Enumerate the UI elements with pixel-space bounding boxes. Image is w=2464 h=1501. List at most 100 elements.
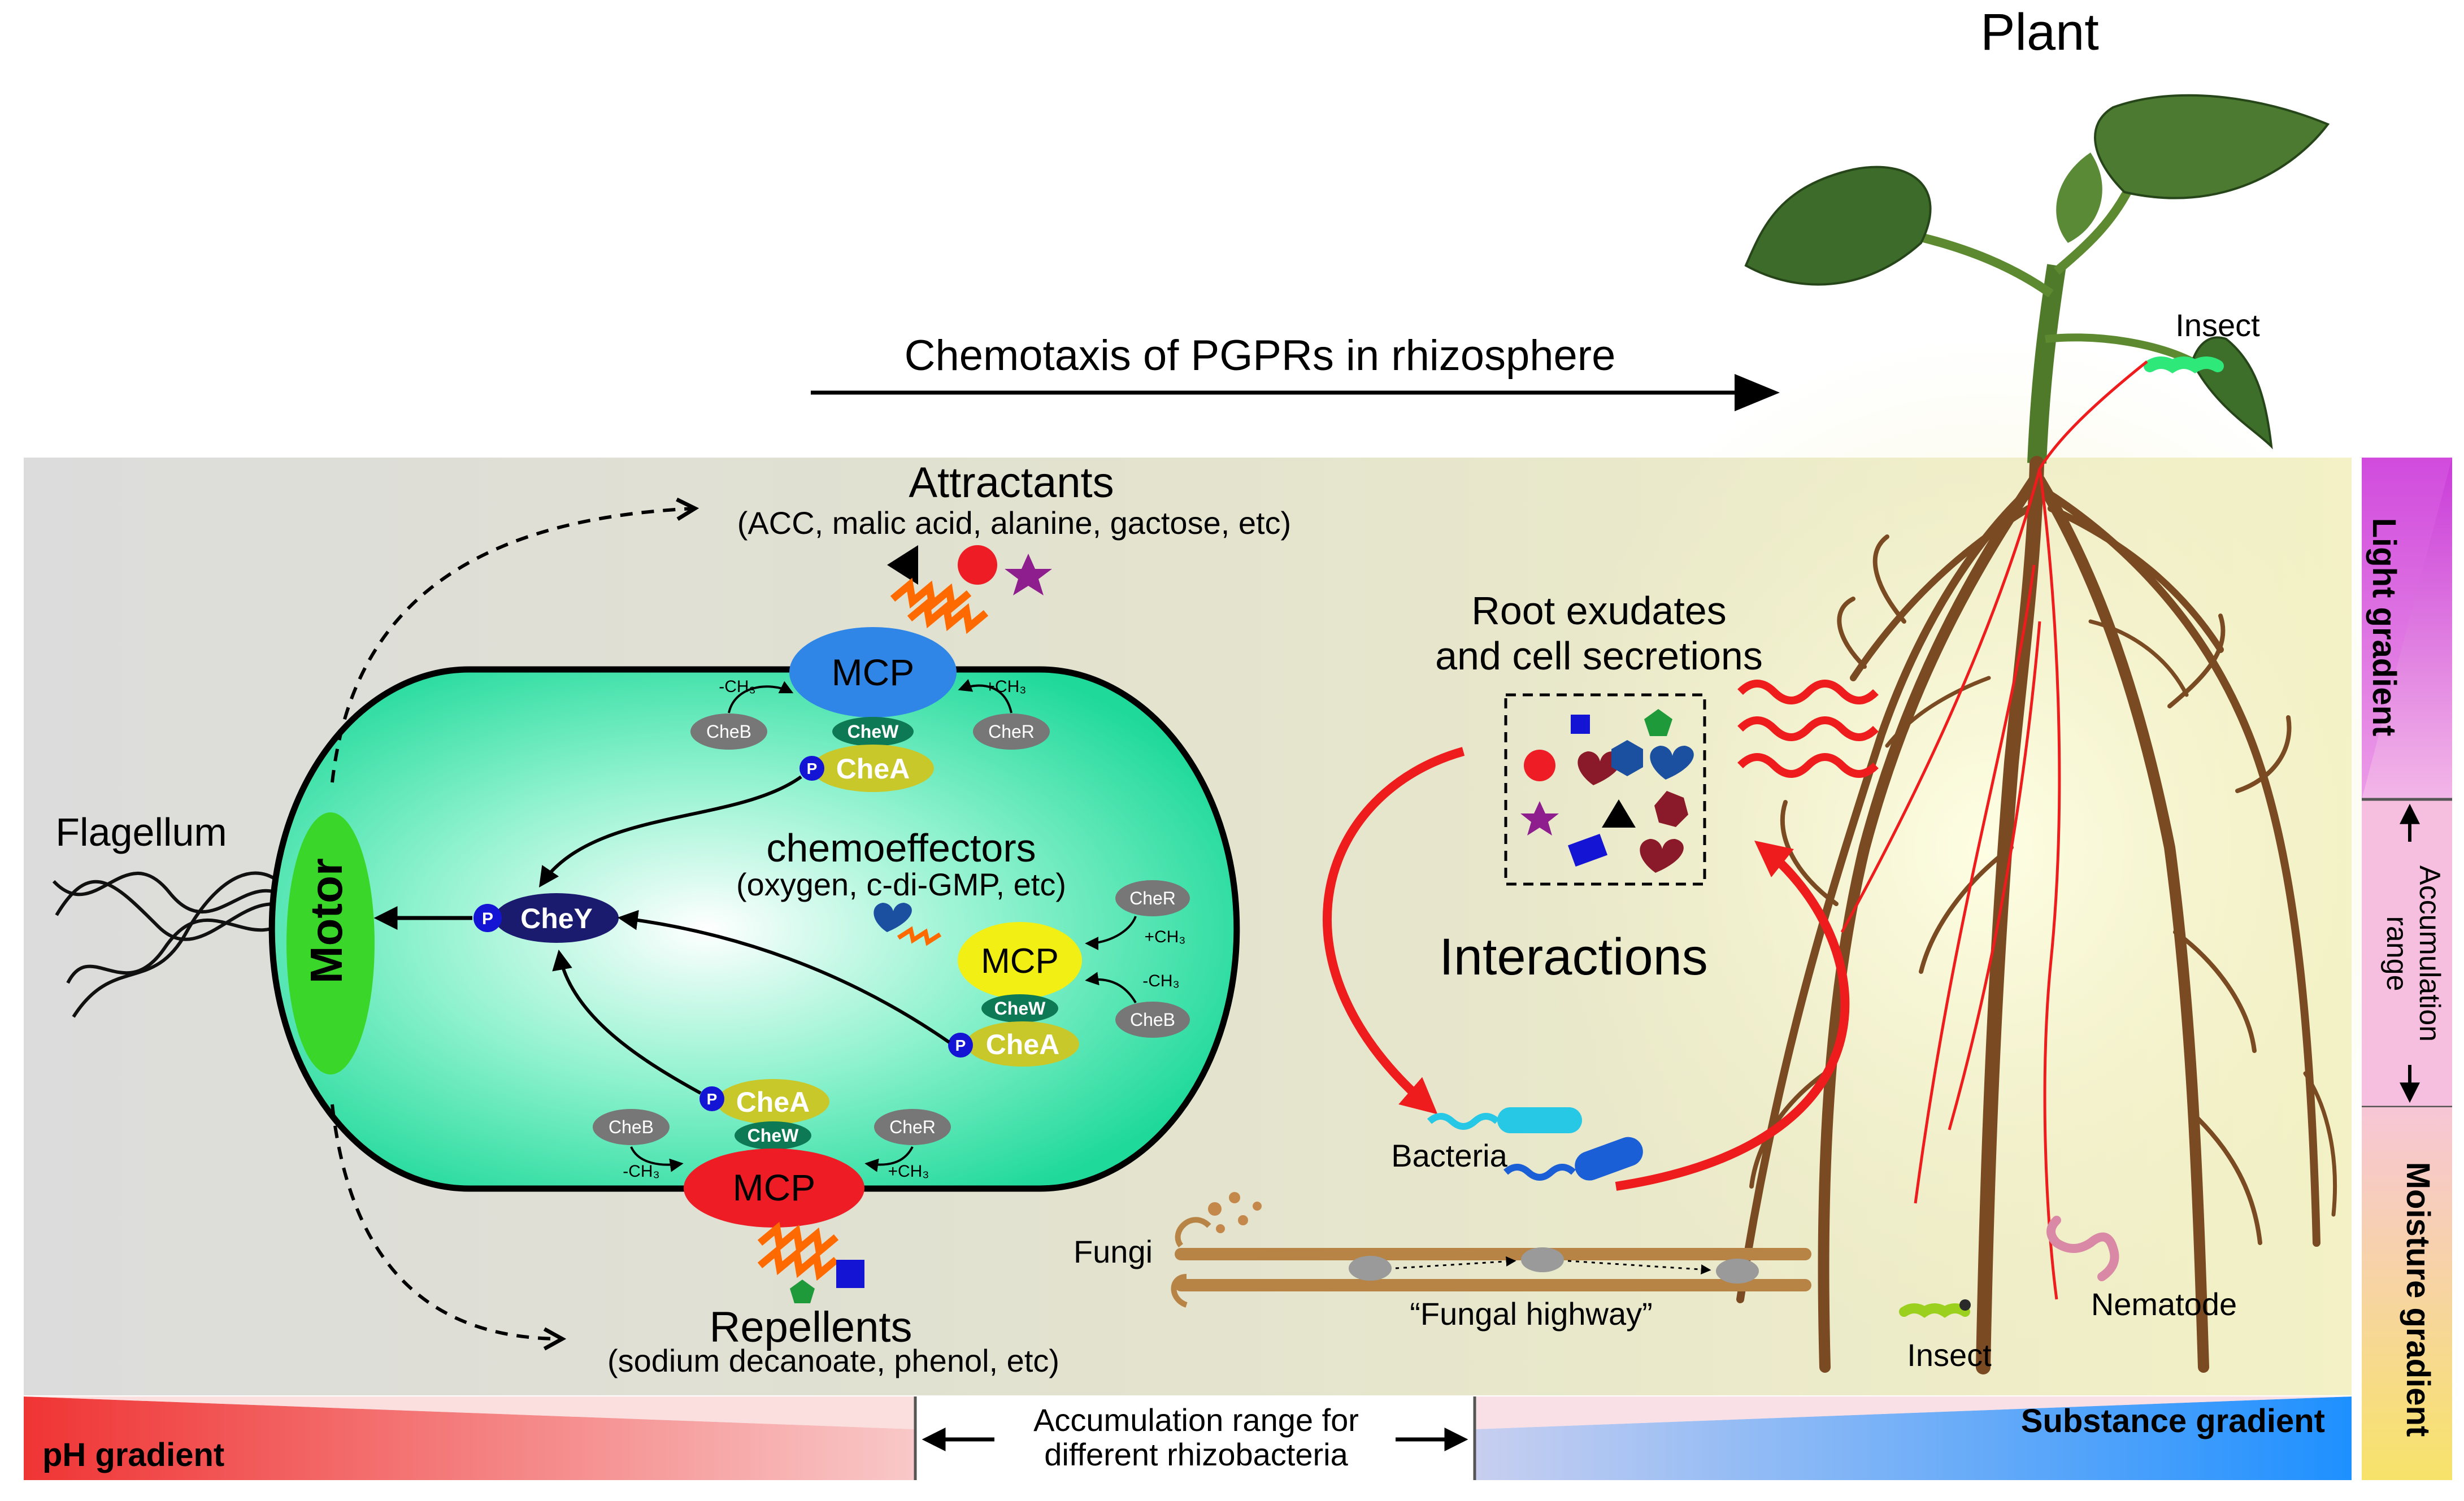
light-gradient-wedge bbox=[2362, 458, 2452, 799]
insect-top-body bbox=[2144, 356, 2224, 373]
cheb-top-arrow bbox=[728, 681, 794, 713]
bacteria-label: Bacteria bbox=[1391, 1138, 1507, 1173]
chea-bottom-label: CheA bbox=[736, 1086, 810, 1118]
arrow-chea-top-chey bbox=[538, 775, 802, 887]
flagellum-label: Flagellum bbox=[55, 810, 227, 854]
substance-gradient-label: Substance gradient bbox=[2021, 1403, 2325, 1439]
phospho-chea-right-label: P bbox=[955, 1037, 966, 1054]
cheb-right bbox=[1115, 1002, 1190, 1038]
mcp-bottom-label: MCP bbox=[733, 1167, 816, 1208]
plus-ch3-bottom: +CH₃ bbox=[888, 1162, 929, 1181]
arrow-chea-bottom-chey bbox=[552, 949, 702, 1095]
bacteria-icons bbox=[1427, 1107, 1643, 1181]
chey bbox=[494, 893, 619, 943]
dashed-arrow-repellents bbox=[331, 1104, 562, 1339]
leaf-stalk-lower bbox=[2045, 333, 2194, 366]
mcp-top-label: MCP bbox=[832, 651, 915, 693]
mcp-bottom bbox=[684, 1148, 864, 1228]
chemoeffectors-label: chemoeffectors bbox=[766, 826, 1036, 870]
cher-top-label: CheR bbox=[988, 721, 1035, 742]
plant-shoot bbox=[1744, 94, 2330, 464]
flagellum bbox=[52, 871, 295, 1018]
minus-ch3-bottom: -CH₃ bbox=[623, 1162, 660, 1181]
cheb-top-label: CheB bbox=[706, 721, 751, 742]
minus-ch3-right: -CH₃ bbox=[1142, 972, 1180, 990]
plant-stem bbox=[2027, 264, 2066, 464]
chey-label: CheY bbox=[520, 903, 593, 934]
chemotaxis-title: Chemotaxis of PGPRs in rhizosphere bbox=[905, 332, 1616, 380]
chew-top bbox=[832, 717, 914, 746]
fungal-highway-label: “Fungal highway” bbox=[1410, 1296, 1653, 1332]
chew-bottom-label: CheW bbox=[748, 1125, 799, 1146]
exudate-waves bbox=[1737, 680, 1879, 778]
cheb-bottom-label: CheB bbox=[609, 1117, 654, 1137]
ph-gradient-bar bbox=[24, 1396, 915, 1480]
mcp-right bbox=[958, 922, 1082, 999]
chew-top-label: CheW bbox=[848, 721, 899, 742]
leaf-right bbox=[2094, 94, 2330, 199]
ph-gradient-pink bbox=[24, 1396, 915, 1429]
repellents-examples: (sodium decanoate, phenol, etc) bbox=[607, 1343, 1059, 1378]
chemoeffector-molecule bbox=[874, 903, 942, 946]
repellents-label: Repellents bbox=[709, 1303, 912, 1351]
nematode-icon bbox=[2046, 1216, 2119, 1281]
cheb-bottom bbox=[593, 1109, 670, 1145]
accumulation-range-line2: different rhizobacteria bbox=[1044, 1437, 1348, 1472]
root-exudates-line2: and cell secretions bbox=[1435, 634, 1763, 678]
fungi-label: Fungi bbox=[1074, 1234, 1153, 1269]
chemotaxis-arrowhead bbox=[1735, 374, 1780, 411]
exudates-box bbox=[1504, 693, 1706, 886]
chew-right-label: CheW bbox=[994, 998, 1046, 1019]
motor-label: Motor bbox=[301, 858, 351, 984]
leaf-stalk-left bbox=[1920, 233, 2054, 298]
accumulation-side-line1: Accumulation bbox=[2413, 865, 2446, 1042]
phospho-chea-right bbox=[948, 1033, 973, 1058]
accumulation-side-bar bbox=[2362, 799, 2452, 1107]
moisture-gradient-bar bbox=[2362, 1107, 2452, 1480]
leaf-top bbox=[2056, 153, 2102, 243]
accumulation-side-line2: range bbox=[2380, 916, 2413, 991]
dashed-arrow-attractants bbox=[331, 508, 695, 783]
cher-bottom-label: CheR bbox=[889, 1117, 936, 1137]
light-gradient-bar bbox=[2362, 458, 2452, 799]
root-signals bbox=[1840, 360, 2148, 1300]
cher-right bbox=[1115, 880, 1190, 916]
exudate-molecules bbox=[1520, 709, 1694, 873]
chea-top bbox=[812, 745, 934, 792]
phospho-chea-top-label: P bbox=[807, 760, 818, 777]
nematode-label: Nematode bbox=[2091, 1286, 2237, 1322]
insect-bottom-label: Insect bbox=[1907, 1337, 1992, 1373]
cheb-right-label: CheB bbox=[1130, 1010, 1175, 1030]
repellent-molecules bbox=[757, 1221, 864, 1303]
cher-bottom-arrow bbox=[864, 1146, 914, 1172]
substance-gradient-pink bbox=[1475, 1396, 2352, 1429]
cher-bottom bbox=[874, 1109, 951, 1145]
chew-bottom bbox=[735, 1121, 811, 1150]
interaction-arrow-down bbox=[1323, 747, 1465, 1115]
plant-title: Plant bbox=[1980, 3, 2099, 61]
insect-top-label: Insect bbox=[2175, 307, 2260, 343]
phospho-chea-bottom bbox=[699, 1086, 724, 1111]
light-gradient-label: Light gradient bbox=[2366, 518, 2402, 737]
chea-right bbox=[966, 1021, 1079, 1067]
phospho-chea-bottom-label: P bbox=[707, 1090, 718, 1108]
interaction-arrow-up bbox=[1615, 840, 1850, 1191]
root-system bbox=[1736, 456, 2337, 1374]
chew-right bbox=[981, 994, 1058, 1023]
cher-top-arrow bbox=[958, 679, 1012, 713]
mcp-right-label: MCP bbox=[981, 942, 1059, 981]
attractants-examples: (ACC, malic acid, alanine, gactose, etc) bbox=[737, 505, 1291, 541]
chea-top-label: CheA bbox=[836, 753, 910, 785]
leaf-stalk-right bbox=[2053, 184, 2135, 275]
fungal-highway bbox=[1171, 1192, 1811, 1308]
attractants-label: Attractants bbox=[909, 459, 1114, 507]
root-exudates-line1: Root exudates bbox=[1471, 589, 1726, 633]
phospho-chey bbox=[473, 904, 502, 932]
cher-right-arrow bbox=[1085, 916, 1137, 950]
leaf-left bbox=[1744, 166, 1932, 286]
cheb-bottom-arrow bbox=[630, 1146, 684, 1172]
ph-gradient-label: pH gradient bbox=[42, 1437, 224, 1473]
mcp-top bbox=[789, 627, 957, 717]
chea-right-label: CheA bbox=[986, 1029, 1060, 1060]
accumulation-range-line1: Accumulation range for bbox=[1033, 1402, 1359, 1438]
